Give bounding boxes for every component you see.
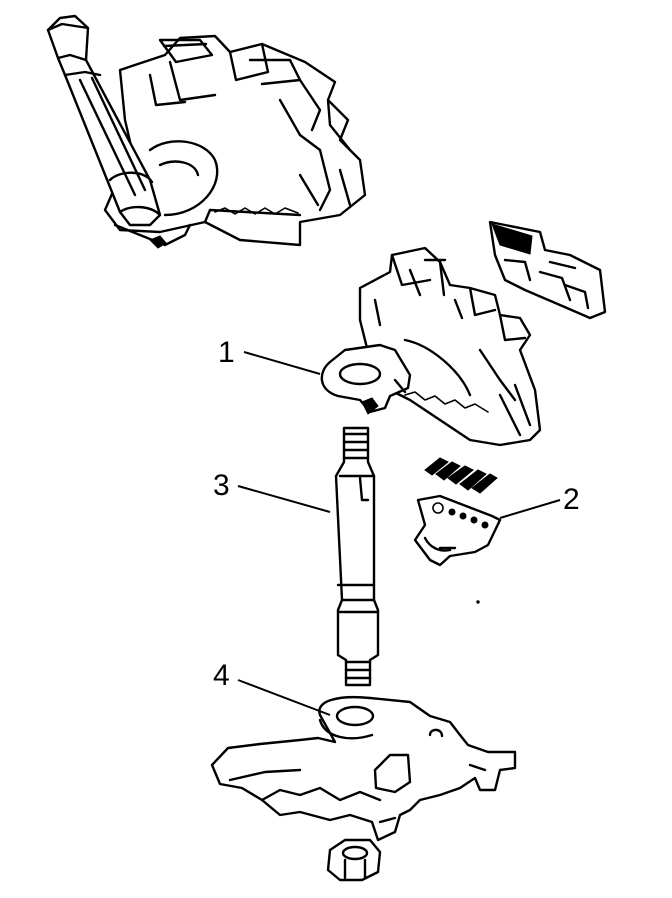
callout-1: 1 — [218, 336, 321, 375]
callout-label-3: 3 — [213, 469, 230, 502]
assembled-switch — [46, 14, 367, 249]
callout-label-2: 2 — [563, 483, 580, 516]
part-1-contact-carrier — [320, 343, 412, 415]
contact-springs — [424, 457, 498, 494]
callout-3: 3 — [213, 469, 331, 513]
part-3-shaft — [334, 426, 380, 687]
callout-4: 4 — [213, 659, 331, 716]
connector — [488, 220, 607, 320]
callout-label-4: 4 — [213, 659, 230, 692]
part-4-lever-bracket — [210, 696, 517, 842]
callout-2: 2 — [499, 483, 580, 519]
part-2-contact-plate — [413, 494, 502, 567]
stray-dot — [476, 600, 480, 604]
nut — [326, 838, 382, 882]
callout-label-1: 1 — [218, 336, 235, 369]
switch-housing — [358, 246, 542, 447]
